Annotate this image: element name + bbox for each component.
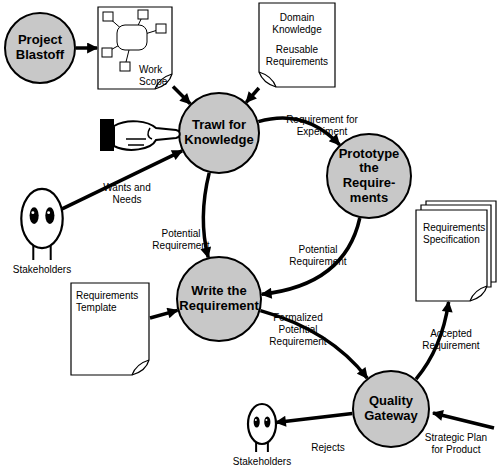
- process-circle: Trawl for Knowledge: [178, 92, 260, 174]
- node-text: Domain Knowledge: [264, 12, 330, 36]
- page-outline: [259, 3, 335, 87]
- flow-arrow: [173, 87, 190, 104]
- circle-text-group: Prototype the Require- ments: [336, 147, 402, 205]
- circle-text-group: Project Blastoff: [9, 33, 71, 62]
- edge-label: Rejects: [306, 442, 350, 454]
- flow-arrow: [260, 311, 367, 379]
- node-outline: [415, 200, 497, 302]
- page-outline: [416, 210, 487, 301]
- eye-highlight: [31, 211, 34, 214]
- note-label: Strategic Plan for Product: [418, 432, 494, 456]
- circle-text-group: Write the Requirement: [178, 284, 260, 313]
- eye-highlight: [47, 211, 50, 214]
- node-text: Prototype the Require- ments: [336, 147, 402, 205]
- circle-text-group: Quality Gateway: [356, 394, 426, 423]
- page-curl: [470, 286, 487, 301]
- edge-label: Requirement for Experiment: [282, 114, 362, 138]
- pointing-hand: [100, 119, 180, 151]
- flow-arrow: [62, 151, 183, 209]
- eye: [264, 416, 270, 427]
- eye: [254, 416, 260, 427]
- flow-arrow: [246, 88, 259, 102]
- document-shape: Work Scope: [97, 6, 173, 90]
- edge-label: Potential Requirement: [148, 228, 214, 252]
- edge-label: Wants and Needs: [100, 182, 154, 206]
- flow-arrow: [76, 46, 97, 50]
- node-text: Work Scope: [139, 64, 171, 88]
- document-shape: Requirements Template: [70, 282, 150, 376]
- node-text: Project Blastoff: [9, 33, 71, 62]
- eye: [45, 207, 54, 224]
- stakeholder-figure: Stakeholders: [6, 186, 78, 280]
- node-text: Write the Requirement: [178, 284, 260, 313]
- circle-text-group: Trawl for Knowledge: [182, 118, 256, 147]
- edge-label: Potential Requirement: [285, 244, 351, 268]
- flow-arrow: [150, 310, 178, 318]
- process-circle: Project Blastoff: [4, 12, 76, 84]
- flow-arrow: [262, 218, 360, 294]
- node-text: Stakeholders: [6, 264, 78, 276]
- edge-label: Formalized Potential Requirement: [266, 312, 330, 348]
- process-circle: Write the Requirement: [176, 256, 262, 342]
- plan-arrow: [433, 413, 494, 428]
- page-outline: [98, 7, 172, 89]
- eye-highlight: [255, 419, 257, 421]
- node-text: Reusable Requirements: [264, 44, 330, 68]
- edge-label: Accepted Requirement: [418, 328, 484, 352]
- document-shape: Domain KnowledgeReusable Requirements: [258, 2, 336, 88]
- page-curl: [259, 72, 276, 87]
- node-text: Requirements Specification: [423, 222, 487, 246]
- eye: [30, 207, 39, 224]
- head-outline: [248, 404, 276, 444]
- stakeholder-figure: Stakeholders: [228, 402, 296, 472]
- head-outline: [21, 189, 62, 248]
- process-circle: Prototype the Require- ments: [326, 133, 412, 219]
- process-circle: Quality Gateway: [352, 370, 430, 448]
- document-shape: Requirements Specification: [415, 200, 497, 302]
- node-text: Stakeholders: [228, 456, 296, 468]
- node-text: Quality Gateway: [356, 394, 426, 423]
- eye-highlight: [266, 419, 268, 421]
- node-text: Trawl for Knowledge: [182, 118, 256, 147]
- page-outline: [71, 283, 149, 375]
- flow-arrow: [276, 414, 352, 423]
- page-curl: [132, 360, 149, 375]
- node-text: Requirements Template: [76, 290, 146, 314]
